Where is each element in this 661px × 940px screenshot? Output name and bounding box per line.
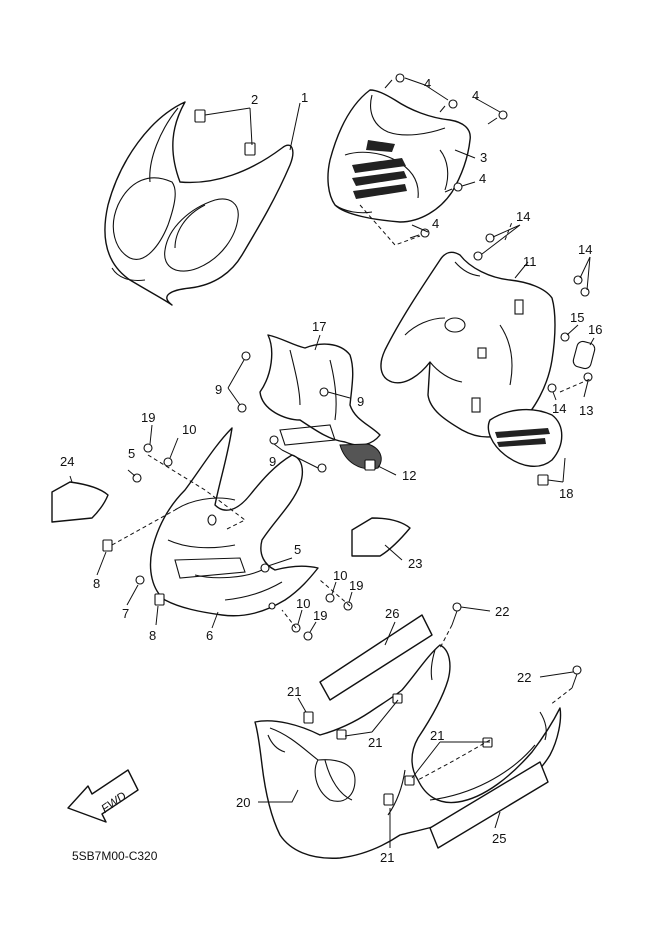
callout-22b: 22 [517, 670, 531, 685]
callout-13: 13 [579, 403, 593, 418]
fwd-arrow-icon: FWD [67, 769, 139, 823]
callout-17: 17 [312, 319, 326, 334]
callout-4d: 4 [432, 216, 439, 231]
callout-19a: 19 [141, 410, 155, 425]
callout-15: 15 [570, 310, 584, 325]
clip-nut-part-2 [194, 109, 256, 156]
callout-26: 26 [385, 606, 399, 621]
callout-22a: 22 [495, 604, 509, 619]
bolt-part-19 [143, 443, 353, 641]
callout-8a: 8 [93, 576, 100, 591]
callout-14b: 14 [578, 242, 592, 257]
nut-part-12 [364, 459, 376, 471]
callout-12: 12 [402, 468, 416, 483]
callout-20: 20 [236, 795, 250, 810]
sticker-part-23 [351, 517, 411, 557]
callout-14a: 14 [516, 209, 530, 224]
diagram-code: 5SB7M00-C320 [72, 849, 158, 863]
callout-leaders [69, 77, 595, 848]
small-cover-part-18 [487, 408, 563, 486]
callout-14c: 14 [552, 401, 566, 416]
callout-19c: 19 [313, 608, 327, 623]
callout-2: 2 [251, 92, 258, 107]
callout-23: 23 [408, 556, 422, 571]
callout-9a: 9 [215, 382, 222, 397]
callout-21b: 21 [368, 735, 382, 750]
screw-part-7 [135, 575, 145, 585]
callout-1: 1 [301, 90, 308, 105]
washer-part-10 [163, 457, 335, 633]
callout-25: 25 [492, 831, 506, 846]
callout-18: 18 [559, 486, 573, 501]
callout-16: 16 [588, 322, 602, 337]
screw-part-14 [473, 233, 590, 393]
callout-19b: 19 [349, 578, 363, 593]
callout-5a: 5 [128, 446, 135, 461]
callout-6: 6 [206, 628, 213, 643]
callout-4a: 4 [424, 76, 431, 91]
grommet-part-16 [572, 340, 596, 370]
callout-21a: 21 [287, 684, 301, 699]
leg-shield-part-6 [149, 427, 319, 617]
callout-5b: 5 [294, 542, 301, 557]
callout-8b: 8 [149, 628, 156, 643]
headlight-cover-part-3 [327, 89, 471, 223]
callout-21c: 21 [430, 728, 444, 743]
callout-10c: 10 [296, 596, 310, 611]
callout-21d: 21 [380, 850, 394, 865]
clip-nut-part-8 [102, 539, 165, 606]
front-cowling-part-1 [104, 101, 294, 306]
callout-10a: 10 [182, 422, 196, 437]
callout-7: 7 [122, 606, 129, 621]
screw-part-4 [384, 73, 508, 239]
callout-11: 11 [523, 254, 537, 269]
callout-9c: 9 [269, 454, 276, 469]
callout-24: 24 [60, 454, 74, 469]
callout-labels: 1 2 3 4 4 4 4 5 5 6 7 8 8 9 9 9 10 10 10… [60, 76, 602, 865]
sticker-part-24 [51, 481, 109, 523]
screw-part-22 [451, 602, 582, 689]
callout-3: 3 [480, 150, 487, 165]
callout-9b: 9 [357, 394, 364, 409]
assembly-guide-lines [111, 204, 591, 781]
callout-10b: 10 [333, 568, 347, 583]
callout-4b: 4 [472, 88, 479, 103]
screw-part-9 [237, 351, 329, 473]
trim-strip-part-25 [429, 761, 549, 849]
callout-4c: 4 [479, 171, 486, 186]
floor-panel-part-20 [254, 644, 562, 859]
